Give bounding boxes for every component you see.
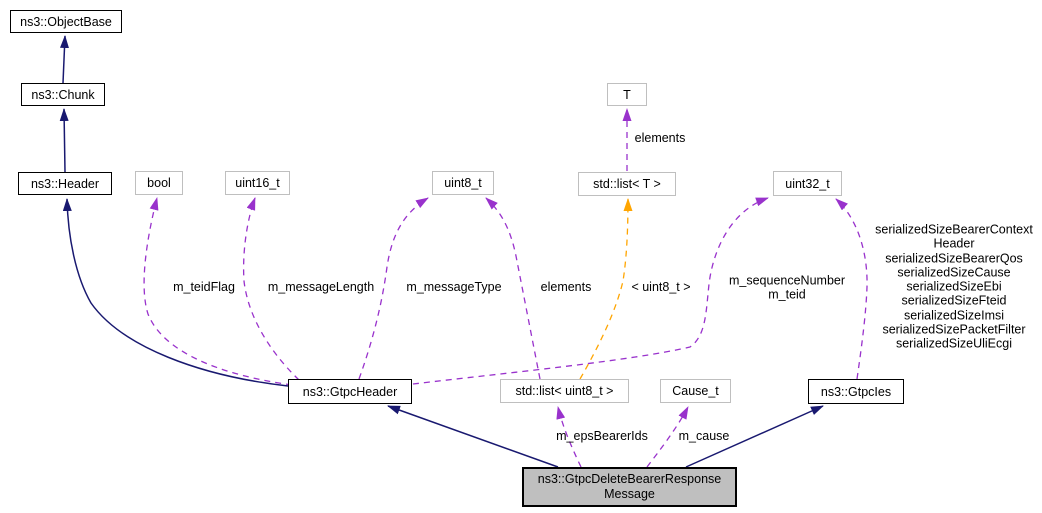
edge-usage-message-listuint8 <box>556 406 582 468</box>
node-t: T <box>607 83 647 106</box>
edge-usage-gtpcheader-uint16 <box>242 197 300 381</box>
edge-label-m-messagelength: m_messageLength <box>267 279 375 294</box>
node-uint8-t: uint8_t <box>432 171 494 195</box>
node-uint32-t: uint32_t <box>773 171 842 196</box>
edge-inherit-header-chunk <box>59 108 69 173</box>
node-bool: bool <box>135 171 183 195</box>
node-ns3-gtpcies[interactable]: ns3::GtpcIes <box>808 379 904 404</box>
edge-label-m-epsbearerids: m_epsBearerIds <box>556 428 648 443</box>
edge-inherit-chunk-objectbase <box>59 35 69 84</box>
node-ns3-objectbase[interactable]: ns3::ObjectBase <box>10 10 122 33</box>
edge-usage-gtpcheader-uint32 <box>412 197 769 385</box>
node-cause-t: Cause_t <box>660 379 731 403</box>
edge-usage-gtpcheader-bool <box>143 197 293 386</box>
node-ns3-header[interactable]: ns3::Header <box>18 172 112 195</box>
edge-inherit-gtpcheader-header <box>62 198 289 387</box>
node-ns3-chunk[interactable]: ns3::Chunk <box>21 83 105 106</box>
edge-label-serialized-sizes: serializedSizeBearerContext Header seria… <box>875 222 1033 352</box>
node-ns3-gtpcdeletebearerresponsemessage[interactable]: ns3::GtpcDeleteBearerResponse Message <box>522 467 737 507</box>
edge-usage-gtpcheader-uint8 <box>358 197 429 380</box>
edge-usage-listuint8-uint8 <box>485 197 541 380</box>
edge-usage-gtpcies-uint32 <box>835 198 868 380</box>
node-std-list-t: std::list< T > <box>578 172 676 196</box>
edge-label-m-teidflag: m_teidFlag <box>173 279 235 294</box>
node-std-list-uint8-t: std::list< uint8_t > <box>500 379 629 403</box>
edge-label-m-cause: m_cause <box>678 428 730 443</box>
edge-label-template-args: < uint8_t > <box>631 279 691 294</box>
edge-label-elements-listt: elements <box>634 130 686 145</box>
edge-inherit-message-gtpcies <box>685 405 824 468</box>
edge-label-sequencenumber-teid: m_sequenceNumber m_teid <box>728 273 846 302</box>
node-uint16-t: uint16_t <box>225 171 290 195</box>
edge-label-elements-listuint8: elements <box>540 279 592 294</box>
edge-usage-message-cause <box>646 406 689 468</box>
edge-inherit-message-gtpcheader <box>387 405 559 468</box>
edge-label-m-messagetype: m_messageType <box>406 279 502 294</box>
node-ns3-gtpcheader[interactable]: ns3::GtpcHeader <box>288 379 412 404</box>
